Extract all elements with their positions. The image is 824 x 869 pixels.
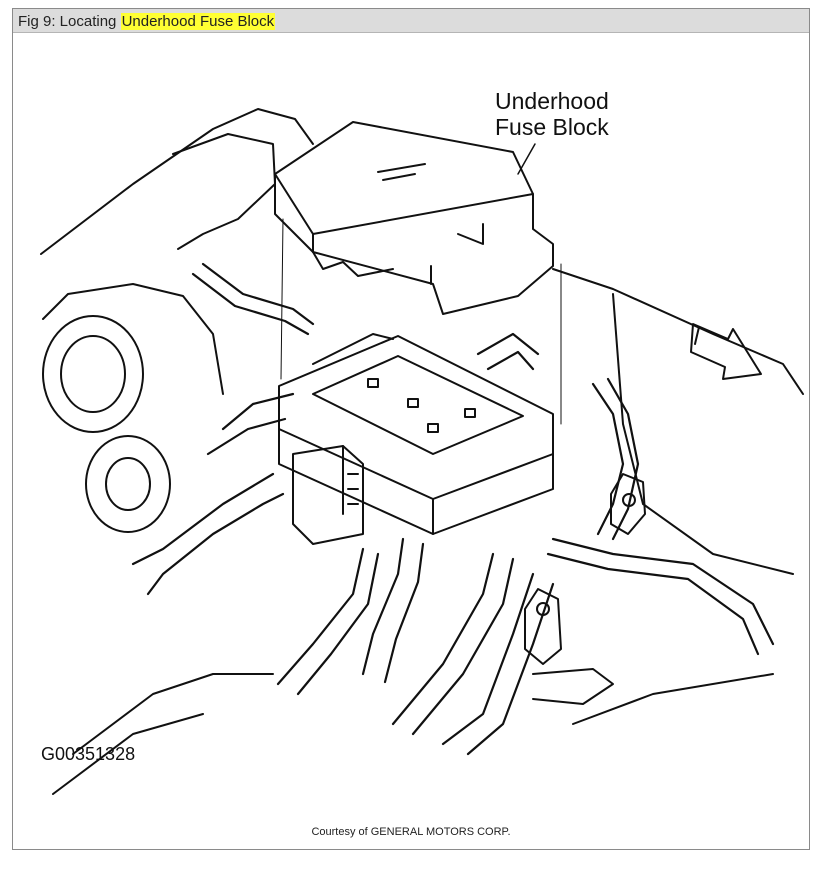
lower-hose xyxy=(72,673,274,755)
figure-frame: Fig 9: Locating Underhood Fuse Block xyxy=(12,8,810,850)
fuse-block-cover xyxy=(274,121,554,315)
radiator-support xyxy=(552,268,804,395)
figure-title-bar: Fig 9: Locating Underhood Fuse Block xyxy=(13,9,809,33)
diagram-code: G00351328 xyxy=(41,744,136,764)
left-grommet-inner xyxy=(105,457,151,511)
ground-bracket-lower xyxy=(524,588,562,665)
direction-arrow-icon xyxy=(690,323,762,380)
strut-mount xyxy=(42,315,144,433)
alignment-line-left xyxy=(280,218,284,380)
inner-panel xyxy=(172,133,276,250)
courtesy-credit: Courtesy of GENERAL MOTORS CORP. xyxy=(311,826,511,838)
callout-line-2: Fuse Block xyxy=(495,114,609,140)
figure-title-highlight: Underhood Fuse Block xyxy=(120,13,276,30)
lower-bracket-base xyxy=(532,668,614,705)
strut-tower xyxy=(42,283,224,395)
callout-leader xyxy=(517,143,536,175)
side-connector xyxy=(292,445,364,545)
lower-right-panel xyxy=(572,673,774,725)
wire-harness xyxy=(131,262,775,756)
fuse-block-body xyxy=(278,333,554,535)
figure-title-prefix: Fig 9: Locating xyxy=(18,13,121,30)
fuse-block-callout: Underhood Fuse Block xyxy=(495,88,609,140)
figure-title: Fig 9: Locating Underhood Fuse Block xyxy=(18,13,276,30)
firewall-edge xyxy=(612,293,794,575)
callout-line-1: Underhood xyxy=(495,88,609,114)
lower-hose-2 xyxy=(52,713,204,795)
left-grommet xyxy=(85,435,171,533)
strut-mount-inner xyxy=(60,335,126,413)
engine-bay-illustration xyxy=(40,108,804,795)
ground-bracket-right xyxy=(610,473,646,535)
fender-panel xyxy=(40,108,314,255)
